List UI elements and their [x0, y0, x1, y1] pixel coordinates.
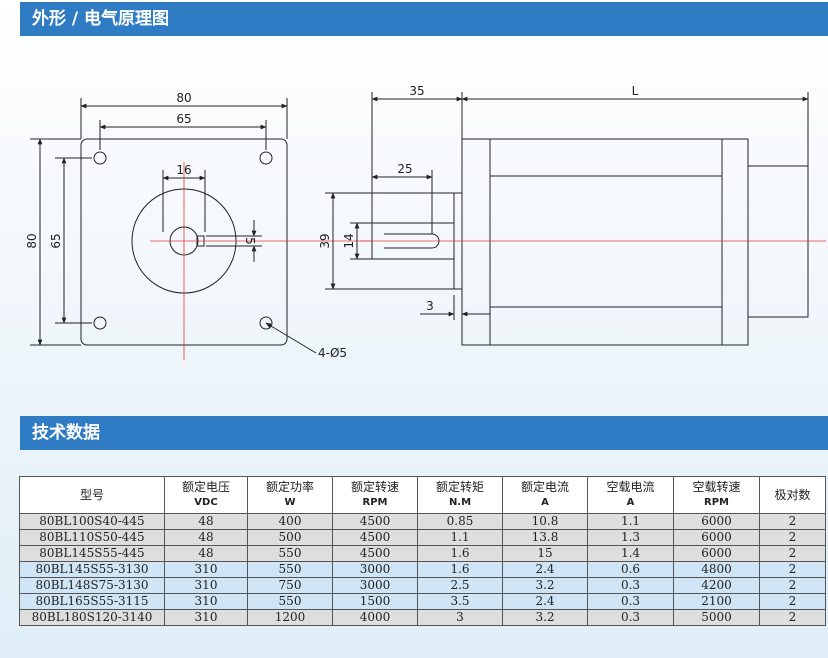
- mount-hole-bottom-left: [93, 316, 107, 330]
- dim-shaft-dia: 14: [342, 233, 356, 248]
- front-view: [30, 98, 317, 354]
- side-view: [325, 92, 809, 346]
- dim-mount-height: 65: [49, 233, 63, 248]
- dim-hub: 16: [176, 163, 191, 177]
- dim-flat-length: 25: [397, 162, 412, 176]
- hole-leader-line: [265, 322, 317, 354]
- dim-front-width: 80: [176, 91, 191, 105]
- motor-body-outline: [461, 138, 749, 346]
- dim-front-height: 80: [25, 233, 39, 248]
- dim-body-length: L: [632, 84, 639, 98]
- outline-drawing: 80 65 16 5 80 65 4-Ø5 35 L: [25, 84, 826, 360]
- spec-section-title: 技术数据: [20, 416, 828, 450]
- rear-cover-outline: [747, 165, 809, 318]
- dim-flange-dia: 39: [318, 233, 332, 248]
- dim-mount-width: 65: [176, 112, 191, 126]
- outline-section-title: 外形 / 电气原理图: [20, 2, 828, 36]
- mount-hole-top-left: [93, 151, 107, 165]
- dim-holes: 4-Ø5: [318, 346, 347, 360]
- dim-shaft-length: 35: [409, 84, 424, 98]
- front-centerlines: [150, 162, 372, 360]
- dim-key: 5: [243, 237, 257, 245]
- header-model: 型号: [19, 476, 165, 514]
- mount-hole-top-right: [259, 151, 273, 165]
- header-pole-pairs: 极对数: [759, 476, 826, 514]
- mount-hole-bottom-right: [259, 316, 273, 330]
- dim-flange-thickness: 3: [426, 299, 434, 313]
